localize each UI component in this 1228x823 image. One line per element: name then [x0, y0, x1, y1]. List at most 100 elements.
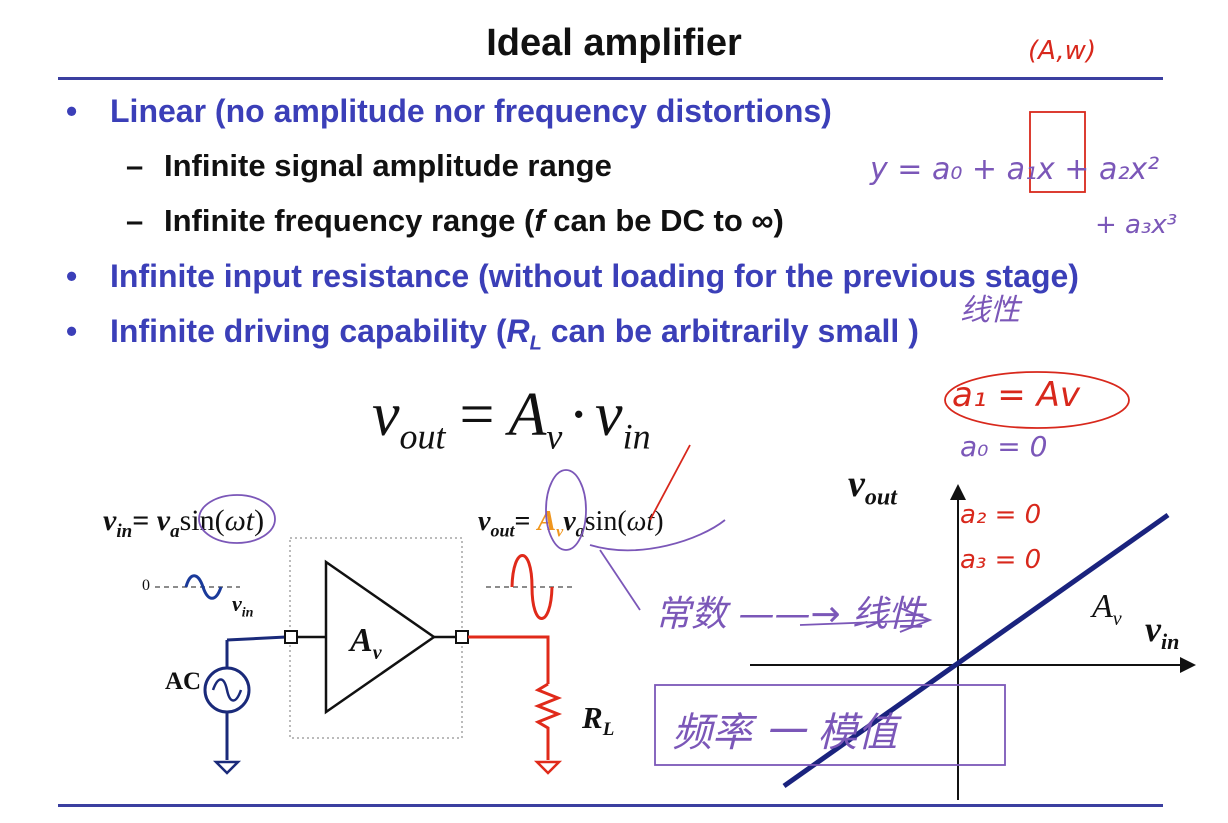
- eq-vin-v: v: [595, 381, 623, 449]
- sub-bullet-frequency: –Infinite frequency range (f can be DC t…: [126, 203, 784, 239]
- small-vin-v: v: [232, 591, 242, 616]
- ink-chinese-2: 频率 一 模值: [672, 710, 898, 756]
- circle-av: [545, 469, 587, 551]
- transfer-line: [782, 512, 1170, 789]
- circle-a1-av: [944, 371, 1130, 429]
- va-v: v: [156, 504, 171, 537]
- ink-chinese-1: 常数 ——→ 线性: [655, 594, 925, 635]
- y-axis-arrow: [950, 484, 966, 500]
- red-slash: [649, 444, 691, 521]
- rl-R: R: [582, 700, 603, 735]
- vin-axis-label: vin: [1145, 608, 1179, 655]
- vout-axis-v: v: [848, 463, 865, 505]
- handwriting-arrow: [799, 607, 933, 633]
- rl-sub: L: [602, 719, 615, 741]
- sub-text-f: f: [534, 203, 545, 238]
- vin-axis-sub: in: [1160, 629, 1180, 655]
- slide-title: Ideal amplifier: [486, 22, 742, 64]
- slope-sub: v: [1112, 607, 1122, 630]
- vin-v: v: [103, 504, 117, 537]
- input-ground-icon: [212, 760, 242, 775]
- sin-open: sin(: [584, 506, 627, 537]
- bullet-dot: •: [66, 258, 78, 294]
- bullet-input-resistance: • Infinite input resistance (without load…: [66, 258, 1079, 295]
- ink-a0: a₀ = 0: [960, 430, 1048, 463]
- ink-chinese-3: 线性: [960, 293, 1020, 328]
- amp-A: A: [350, 622, 373, 659]
- ink-polynomial: y = a₀ + a₁x + a₂x²: [870, 152, 1160, 187]
- amp-gain-label: Av: [350, 622, 382, 665]
- output-wire: [468, 635, 550, 684]
- eq-A: A: [508, 381, 547, 449]
- input-terminal: [284, 630, 298, 644]
- vin-axis-v: v: [1145, 609, 1161, 649]
- gain-A-sub: v: [556, 523, 564, 541]
- bullet-text: Infinite input resistance (without loadi…: [110, 258, 1079, 294]
- ac-label: AC: [165, 668, 202, 695]
- sin-close: ): [254, 504, 265, 537]
- output-ground-icon: [533, 760, 563, 775]
- vout-axis-label: vout: [848, 462, 897, 512]
- vin-expression: vin= vasin(ωt): [103, 504, 264, 543]
- vin-eq: =: [132, 504, 150, 537]
- sub-text-pre: Infinite frequency range (: [164, 203, 535, 238]
- output-terminal: [455, 630, 469, 644]
- omega-t: ωt: [224, 504, 255, 537]
- sub-dash: –: [126, 148, 144, 183]
- bullet-driving-capability: •Infinite driving capability (RL can be …: [66, 313, 919, 355]
- vout-expression: vout= Avvasin(ωt): [478, 506, 664, 542]
- ink-a1-av: a₁ = Av: [952, 375, 1080, 415]
- vout-v: v: [478, 506, 491, 537]
- input-sine-icon: [184, 574, 223, 600]
- load-resistor-icon: [533, 682, 563, 760]
- eq-vout-sub: out: [399, 416, 446, 457]
- rl-label: RL: [582, 700, 614, 741]
- title-rule: [58, 77, 1163, 80]
- ink-a2: a₂ = 0: [960, 500, 1042, 530]
- vout-sub: out: [490, 520, 515, 541]
- underline-vout: [589, 519, 726, 552]
- ink-polynomial-cont: + a₃x³: [1095, 210, 1178, 240]
- bullet-text-post: can be arbitrarily small ): [541, 313, 919, 349]
- va-sub: a: [170, 521, 180, 542]
- bullet-text: Linear (no amplitude nor frequency disto…: [110, 93, 832, 129]
- eq-A-sub: v: [546, 416, 563, 457]
- gain-equation: vout=Av·vin: [372, 380, 651, 457]
- eq-vout-v: v: [372, 381, 400, 449]
- footer-rule: [58, 804, 1163, 807]
- zero-label: 0: [142, 577, 150, 594]
- bullet-text-pre: Infinite driving capability (: [110, 313, 507, 349]
- sub-dash: –: [126, 203, 144, 238]
- sin-close: ): [654, 506, 664, 537]
- vin-sub: in: [116, 521, 133, 542]
- bullet-dot: •: [66, 313, 78, 349]
- sub-text: Infinite signal amplitude range: [164, 148, 612, 183]
- amplifier-triangle: [324, 559, 437, 715]
- vout-va-sub: a: [575, 520, 585, 541]
- vout-va: v: [563, 506, 576, 537]
- sub-text-post: can be DC to ∞): [544, 203, 784, 238]
- omega-t: ωt: [626, 506, 655, 537]
- output-sine-icon: [510, 554, 554, 620]
- vout-eq: =: [514, 506, 531, 537]
- handwriting-purple: [198, 469, 1006, 766]
- ink-aw: (A,w): [1028, 36, 1097, 66]
- bullet-linear: • Linear (no amplitude nor frequency dist…: [66, 93, 832, 130]
- handwriting-box: [654, 684, 1006, 766]
- amp-A-sub: v: [372, 641, 382, 664]
- ac-source-icon: [203, 666, 251, 714]
- small-vin-label: vin: [232, 591, 253, 621]
- arrow-stroke: [599, 549, 641, 611]
- ac-sine-icon: [211, 678, 243, 702]
- rl-subscript: L: [529, 332, 542, 355]
- box-a1: [1029, 111, 1086, 193]
- slope-A: A: [1092, 588, 1113, 625]
- bullet-dot: •: [66, 93, 78, 129]
- vout-axis-sub: out: [864, 484, 897, 511]
- slope-label: Av: [1092, 588, 1122, 631]
- ink-a3: a₃ = 0: [960, 545, 1042, 575]
- x-axis-arrow: [1180, 657, 1196, 673]
- eq-vin-sub: in: [622, 416, 651, 457]
- small-vin-sub: in: [241, 605, 254, 621]
